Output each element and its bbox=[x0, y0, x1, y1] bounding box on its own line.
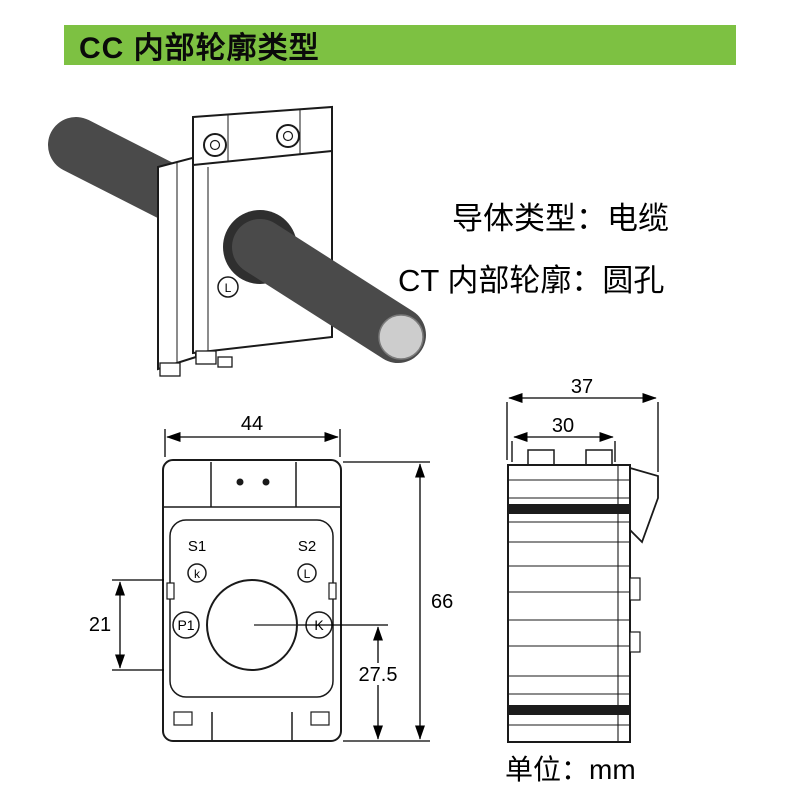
terminal-l-marker: L bbox=[217, 276, 239, 298]
mounting-foot bbox=[173, 711, 193, 726]
conductor-type-label: 导体类型：电缆 bbox=[452, 201, 669, 236]
side-view-body bbox=[507, 449, 659, 743]
side-view-drawing: 37 30 bbox=[506, 376, 659, 743]
side-view-dim-labels: 37 30 bbox=[552, 376, 593, 437]
dim-height-label: 66 bbox=[431, 591, 453, 613]
mounting-foot bbox=[159, 362, 181, 377]
section-header: CC 内部轮廓类型 bbox=[64, 25, 736, 65]
terminal-k-label: k bbox=[194, 567, 201, 581]
ct-contour-label: CT 内部轮廓：圆孔 bbox=[398, 263, 665, 298]
ct-illustration: L bbox=[48, 105, 426, 377]
dim-depth-label: 37 bbox=[571, 376, 593, 398]
side-view-dimensions bbox=[506, 392, 659, 472]
front-view-dim-labels: 44 66 21 27.5 bbox=[89, 413, 453, 686]
terminal-s2-label: S2 bbox=[298, 538, 316, 555]
terminal-p1-label: P1 bbox=[177, 617, 194, 633]
dim-width-label: 44 bbox=[241, 413, 263, 435]
terminal-l-label: L bbox=[304, 567, 311, 581]
terminal-l-illustration-label: L bbox=[225, 281, 232, 295]
mounting-foot bbox=[310, 711, 330, 726]
cable-lower bbox=[232, 219, 426, 363]
unit-label: 单位：mm bbox=[505, 754, 636, 785]
cable-core-face bbox=[378, 314, 424, 360]
front-view-drawing: S1 k S2 L P1 K 44 66 bbox=[89, 413, 453, 742]
terminal-s1-label: S1 bbox=[188, 538, 206, 555]
dim-rail-label: 30 bbox=[552, 415, 574, 437]
section-title: CC 内部轮廓类型 bbox=[79, 32, 320, 65]
dim-hole-diameter-label: 21 bbox=[89, 614, 111, 636]
mounting-foot bbox=[217, 356, 233, 368]
mounting-foot bbox=[195, 350, 217, 365]
front-view-dimensions bbox=[112, 429, 430, 742]
din-rail-clip bbox=[629, 466, 659, 544]
dim-center-bottom-label: 27.5 bbox=[359, 664, 398, 686]
ct-round-hole bbox=[206, 579, 298, 671]
front-view-body bbox=[162, 459, 342, 742]
